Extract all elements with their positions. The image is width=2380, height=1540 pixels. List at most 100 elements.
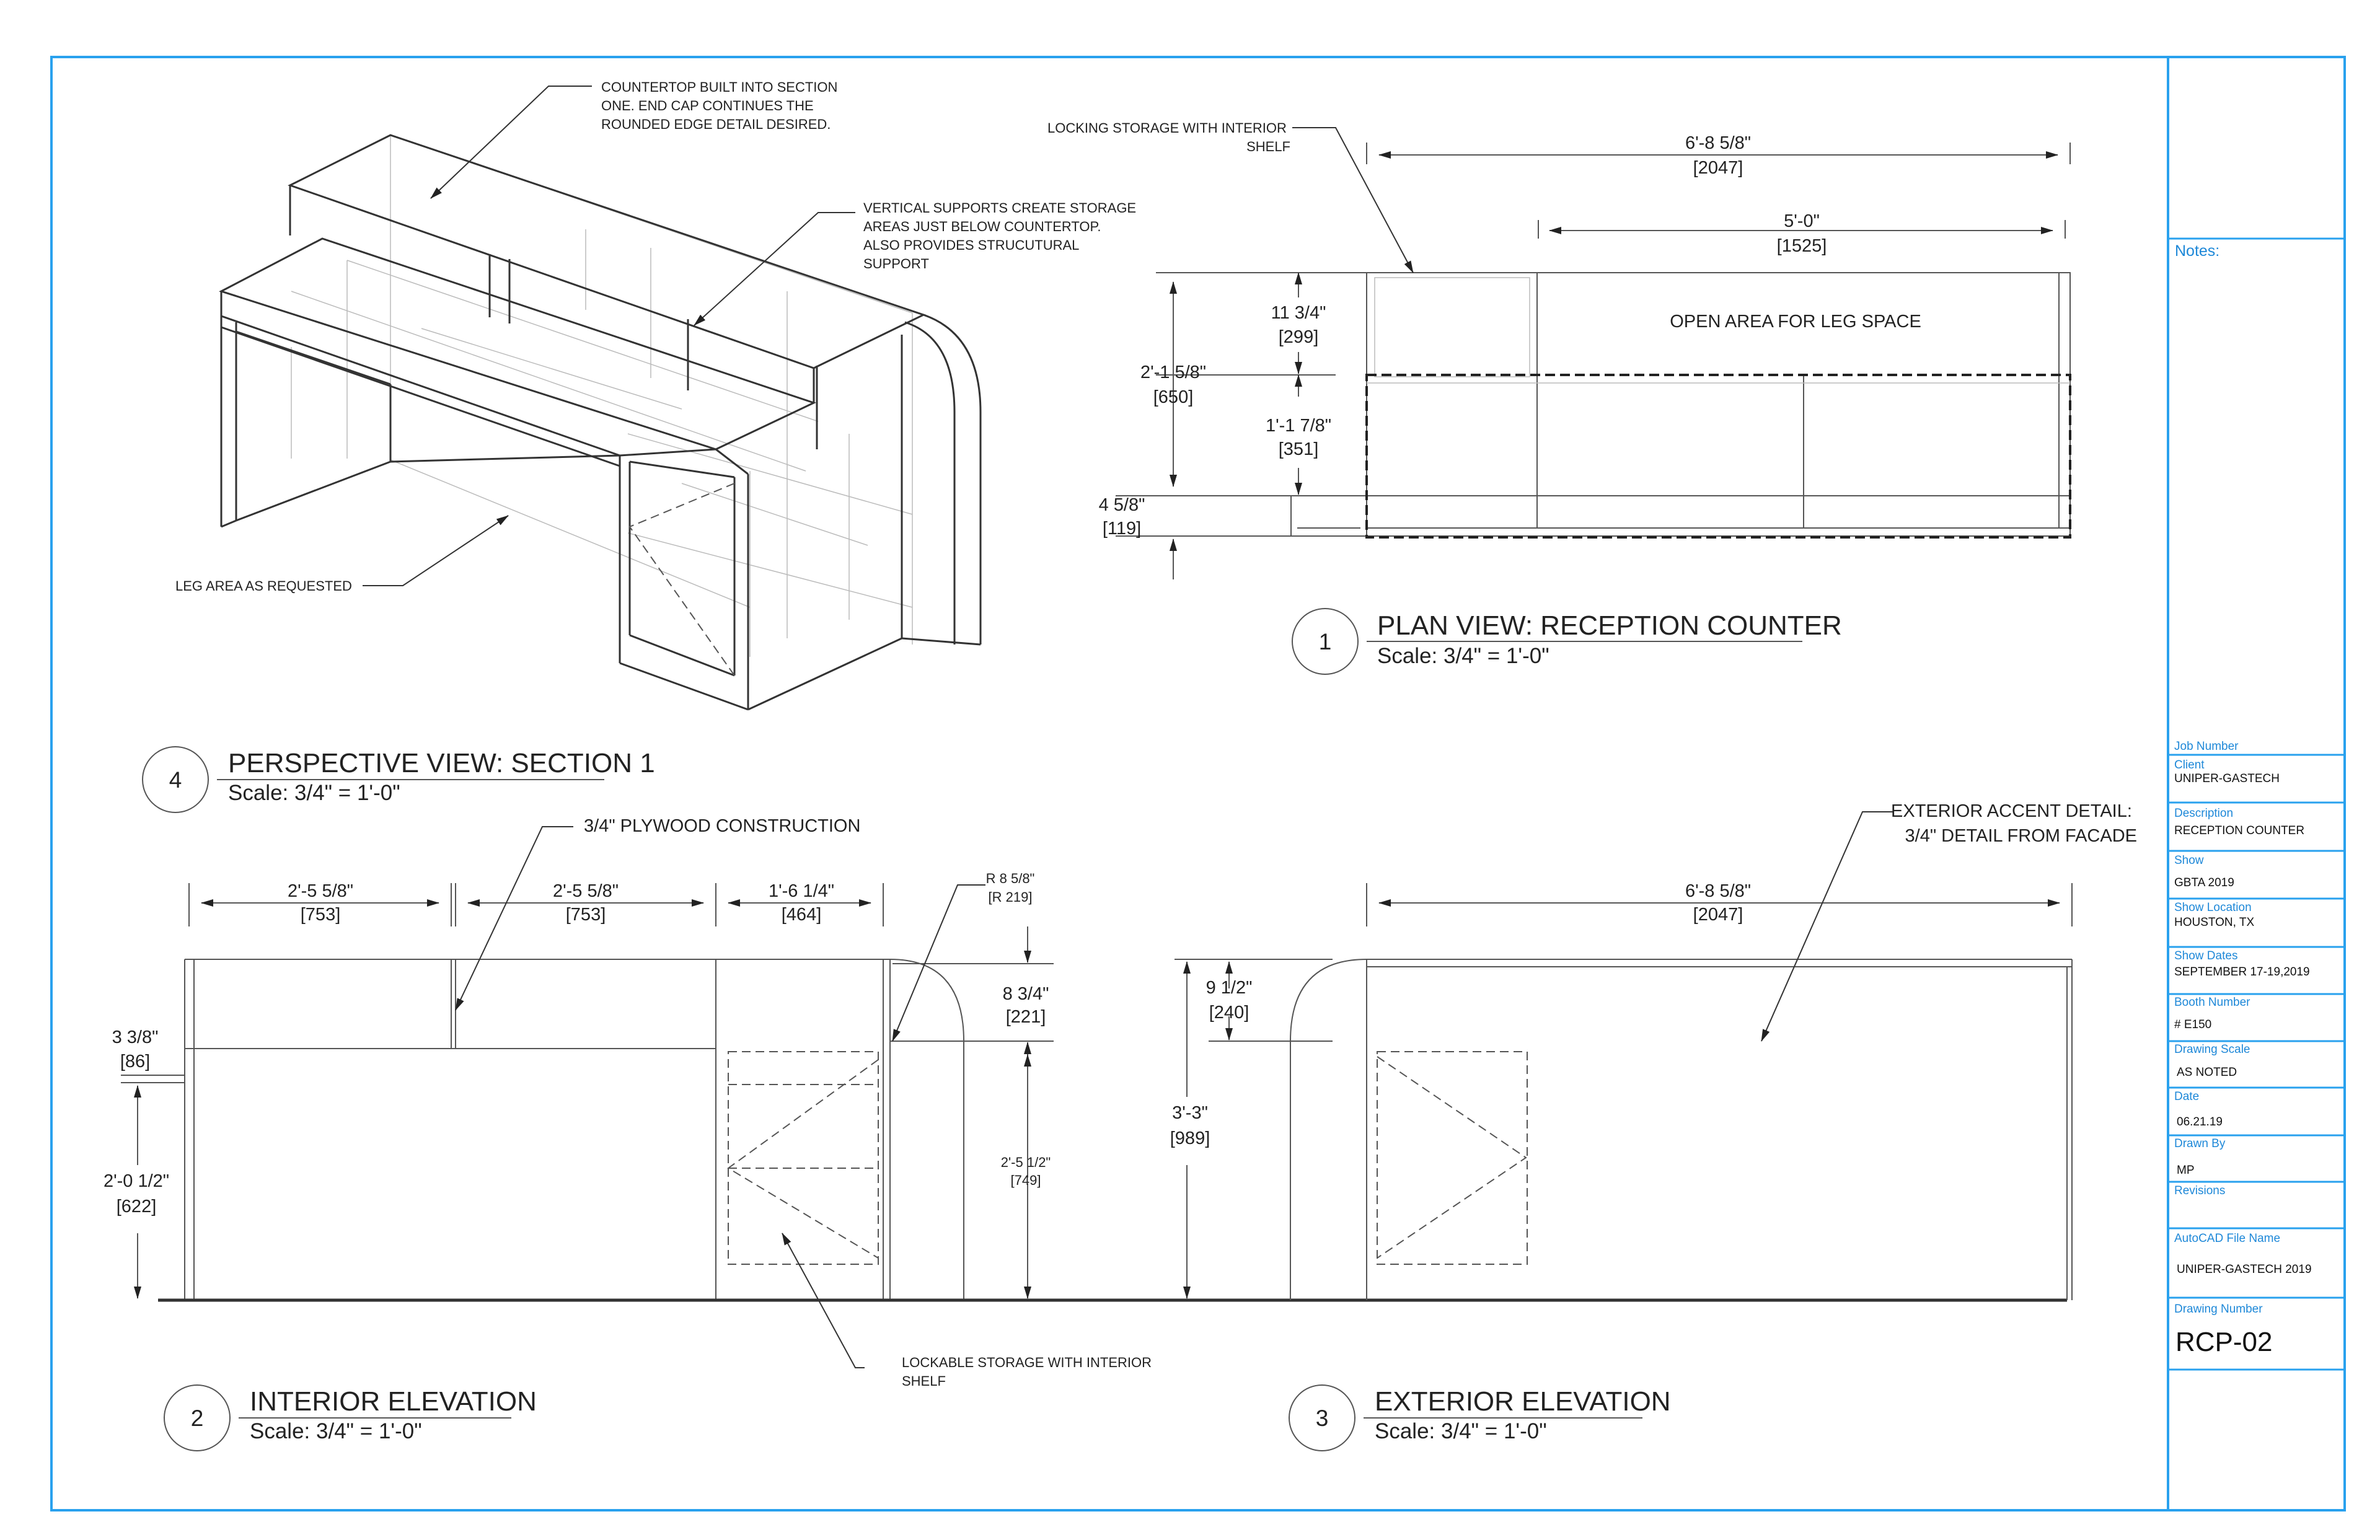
plan-dim-depth-ft: 2'-1 5/8" [1140,363,1206,382]
interior-dim-top-mm: [86] [120,1052,150,1071]
plan-dim-mid-mm: [351] [1279,439,1319,459]
booth-number-value: # E150 [2174,1018,2211,1031]
interior-dim-rh-mm: [221] [1006,1007,1046,1027]
notes-label: Notes: [2175,242,2219,260]
drawn-by-value: MP [2177,1164,2195,1177]
job-number-label: Job Number [2174,740,2239,753]
plan-dim-low-mm: [119] [1103,519,1141,539]
exterior-dim-height-mm: [989] [1170,1129,1210,1148]
plan-dim-top-ft: 11 3/4" [1271,303,1326,323]
booth-number-label: Booth Number [2174,996,2250,1009]
exterior-dim-height-ft: 3'-3" [1172,1103,1208,1123]
drawing-scale-label: Drawing Scale [2174,1043,2250,1056]
note-lockable-storage: LOCKABLE STORAGE WITH INTERIOR SHELF [902,1355,1155,1389]
exterior-dimensions [1175,883,2073,1299]
drawing-number-label: Drawing Number [2174,1303,2263,1316]
callout-number: 3 [1316,1406,1329,1431]
plan-dim-mid-ft: 1'-1 7/8" [1266,416,1331,436]
exterior-outline [1290,959,2073,1300]
view-callout-exterior: 3 EXTERIOR ELEVATION Scale: 3/4" = 1'-0" [1289,1384,1671,1451]
interior-dim-low-ft: 2'-0 1/2" [104,1171,169,1191]
plan-leader [1292,127,1414,273]
view-title: PLAN VIEW: RECEPTION COUNTER [1377,610,1842,641]
interior-dimensions [121,883,1054,1299]
view-callout-perspective: 4 PERSPECTIVE VIEW: SECTION 1 Scale: 3/4… [142,746,655,813]
plan-dim-depth-mm: [650] [1153,387,1194,407]
interior-dim-w2-ft: 2'-5 5/8" [553,881,619,901]
callout-circle [1289,1384,1355,1451]
interior-dim-w3-mm: [464] [782,905,822,925]
drawing-scale-value: AS NOTED [2177,1066,2237,1079]
title-block: Notes: Job Number Client UNIPER-GASTECH … [2168,237,2345,1371]
drawing-number-value: RCP-02 [2175,1327,2273,1357]
interior-dim-w2-mm: [753] [566,905,606,925]
note-locking-storage: LOCKING STORAGE WITH INTERIOR SHELF [1047,120,1290,154]
description-value: RECEPTION COUNTER [2174,824,2304,837]
view-scale: Scale: 3/4" = 1'-0" [228,781,400,805]
interior-dim-rh-ft: 8 3/4" [1003,984,1049,1004]
view-title: INTERIOR ELEVATION [250,1386,537,1417]
callout-number: 2 [191,1406,204,1431]
interior-dim-radius-ft: R 8 5/8" [986,871,1035,886]
plan-dim-open-ft: 5'-0" [1784,211,1820,231]
note-vertical-supports: VERTICAL SUPPORTS CREATE STORAGE AREAS J… [863,200,1140,271]
revisions-label: Revisions [2174,1184,2225,1197]
show-location-label: Show Location [2174,901,2252,914]
plan-dim-overall-ft: 6'-8 5/8" [1685,133,1751,153]
plan-dim-low-ft: 4 5/8" [1099,495,1145,515]
exterior-elevation: EXTERIOR ACCENT DETAIL: 3/4" DETAIL FROM… [1170,801,2137,1300]
interior-dim-radius-mm: [R 219] [989,889,1033,905]
plan-view: LOCKING STORAGE WITH INTERIOR SHELF OPEN… [1047,120,2071,579]
note-exterior-accent: EXTERIOR ACCENT DETAIL: 3/4" DETAIL FROM… [1891,801,2137,846]
show-dates-value: SEPTEMBER 17-19,2019 [2174,966,2310,979]
plan-dimensions [1116,143,2071,579]
view-scale: Scale: 3/4" = 1'-0" [250,1419,422,1443]
plan-dim-top-mm: [299] [1279,327,1319,347]
drawn-by-label: Drawn By [2174,1137,2226,1150]
callout-circle [142,746,209,813]
date-label: Date [2174,1090,2199,1103]
show-label: Show [2174,854,2204,867]
callout-circle [1292,608,1359,675]
show-dates-label: Show Dates [2174,949,2237,962]
interior-dim-w1-ft: 2'-5 5/8" [288,881,353,901]
callout-number: 1 [1319,629,1332,654]
date-value: 06.21.19 [2177,1115,2223,1129]
show-location-value: HOUSTON, TX [2174,916,2254,929]
exterior-dim-top-mm: [240] [1209,1003,1250,1023]
interior-dim-w1-mm: [753] [301,905,341,925]
view-scale: Scale: 3/4" = 1'-0" [1375,1419,1547,1443]
view-callout-interior: 2 INTERIOR ELEVATION Scale: 3/4" = 1'-0" [164,1384,537,1451]
interior-dim-top-ft: 3 3/8" [112,1027,159,1047]
interior-dim-store-mm: [749] [1011,1173,1041,1188]
callout-number: 4 [169,767,182,793]
interior-dim-store-ft: 2'-5 1/2" [1001,1155,1051,1170]
interior-leaders [455,826,985,1368]
interior-dim-w3-ft: 1'-6 1/4" [769,881,834,901]
exterior-leader [1761,811,1893,1042]
perspective-leaders [363,86,855,586]
note-countertop: COUNTERTOP BUILT INTO SECTION ONE. END C… [601,79,842,132]
view-title: PERSPECTIVE VIEW: SECTION 1 [228,748,655,778]
note-leg-area: LEG AREA AS REQUESTED [175,578,352,594]
interior-elevation: 3/4" PLYWOOD CONSTRUCTION LOCKABLE STORA… [104,816,2067,1389]
description-label: Description [2174,807,2233,820]
view-callout-plan: 1 PLAN VIEW: RECEPTION COUNTER Scale: 3/… [1292,608,1842,675]
autocad-file-value: UNIPER-GASTECH 2019 [2177,1263,2312,1276]
client-value: UNIPER-GASTECH [2174,772,2280,785]
plan-outline [1290,272,2071,537]
view-scale: Scale: 3/4" = 1'-0" [1377,644,1549,668]
note-open-area: OPEN AREA FOR LEG SPACE [1670,312,1921,332]
note-plywood: 3/4" PLYWOOD CONSTRUCTION [584,816,860,836]
perspective-hidden-lines [291,134,913,657]
exterior-dim-overall-ft: 6'-8 5/8" [1685,881,1751,901]
exterior-dim-overall-mm: [2047] [1693,905,1743,925]
perspective-solid-lines [219,134,982,711]
interior-outline [184,959,964,1300]
perspective-view: COUNTERTOP BUILT INTO SECTION ONE. END C… [175,79,1140,711]
exterior-storage-door [1377,1051,1528,1265]
perspective-door-hidden [628,483,735,676]
view-title: EXTERIOR ELEVATION [1375,1386,1671,1417]
plan-counter-outline [1365,374,2071,539]
